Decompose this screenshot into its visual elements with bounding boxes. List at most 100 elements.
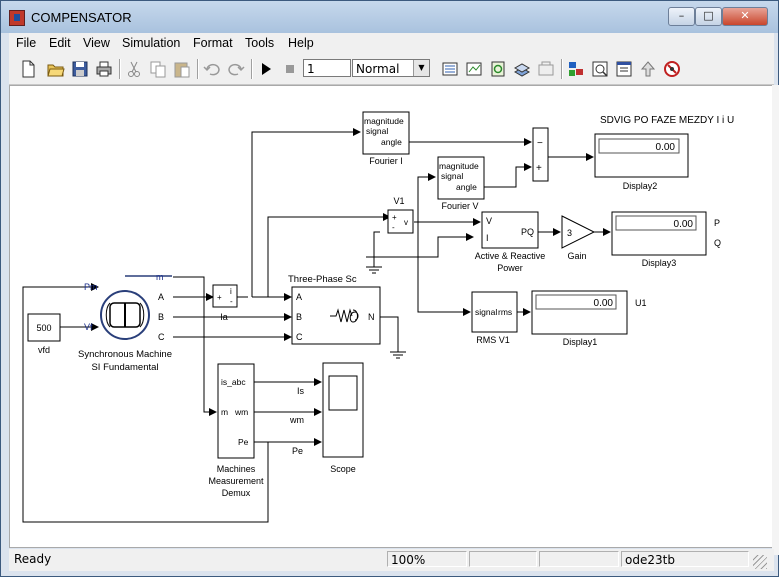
menu-view[interactable]: View (83, 36, 110, 50)
vfd-constant-block[interactable]: 500 vfd (27, 313, 61, 355)
demux-port-in-m: m (221, 407, 228, 417)
menu-help[interactable]: Help (288, 36, 314, 50)
print-icon[interactable] (95, 60, 113, 78)
pq-port-out: PQ (521, 227, 534, 237)
demux-port-wm: wm (234, 407, 248, 417)
go-parent-icon[interactable] (639, 60, 657, 78)
menu-edit[interactable]: Edit (49, 36, 71, 50)
rms-v1-block[interactable]: signal rms RMS V1 (471, 291, 518, 345)
ia-title: Ia (220, 312, 228, 322)
fourier-v-block[interactable]: magnitude signal angle Fourier V (437, 156, 485, 211)
status-ready: Ready (14, 552, 52, 566)
demux-title-line3: Demux (222, 488, 251, 498)
debugger-icon[interactable] (537, 60, 555, 78)
load-title: Three-Phase Sc (288, 274, 357, 285)
display2-block[interactable]: 0.00 Display2 (594, 133, 689, 191)
phase-shift-annotation: SDVIG PO FAZE MEZDY I i U (600, 115, 734, 126)
chevron-down-icon[interactable]: ▼ (413, 60, 429, 76)
resize-grip-icon[interactable] (753, 555, 767, 569)
menu-simulation[interactable]: Simulation (122, 36, 181, 50)
simulation-mode-value: Normal (356, 62, 400, 76)
stop-time-input[interactable]: 1 (303, 59, 351, 77)
paste-icon[interactable] (173, 60, 191, 78)
block-diagram: SDVIG PO FAZE MEZDY I i U magnitude sign… (22, 111, 734, 523)
demux-port-is-abc: is_abc (221, 377, 246, 387)
signal-label-pe: Pe (292, 446, 303, 456)
synchronous-machine-block[interactable]: Pm Vf m A B C Synchronous Machine SI Fun… (78, 272, 173, 373)
undo-icon[interactable] (203, 60, 221, 78)
ground-block-v1[interactable] (366, 257, 382, 274)
menu-format[interactable]: Format (193, 36, 233, 50)
machine-port-m: m (156, 272, 164, 282)
pq-port-v: V (486, 216, 492, 226)
load-port-c: C (296, 332, 303, 342)
new-icon[interactable] (19, 60, 37, 78)
maximize-button[interactable]: □ (695, 7, 722, 26)
display3-block[interactable]: 0.00 Display3 P Q (611, 211, 721, 268)
menu-tools[interactable]: Tools (245, 36, 275, 50)
library-icon[interactable] (489, 60, 507, 78)
gain-block[interactable]: 3 Gain (561, 215, 596, 261)
minimize-button[interactable]: – (668, 7, 695, 26)
fourier-i-port-angle: angle (381, 137, 402, 147)
rms-title: RMS V1 (476, 335, 510, 345)
fourier-i-block[interactable]: magnitude signal angle Fourier I (362, 111, 410, 166)
stop-icon[interactable] (281, 60, 299, 78)
scope-title: Scope (330, 464, 356, 474)
machine-port-b: B (158, 312, 164, 322)
debugger-window-icon[interactable] (591, 60, 609, 78)
update-icon[interactable] (465, 60, 483, 78)
play-icon[interactable] (257, 60, 275, 78)
close-button[interactable]: ✕ (722, 7, 768, 26)
model-browser-icon[interactable] (615, 60, 633, 78)
machine-port-vf: Vf (84, 322, 93, 332)
ia-plus-port: + (217, 293, 222, 302)
three-phase-load-block[interactable]: A B C N Three-Phase Sc (288, 274, 381, 345)
model-explorer-icon[interactable] (567, 60, 585, 78)
v1-title: V1 (393, 196, 404, 206)
status-solver: ode23tb (621, 551, 749, 567)
gain-title: Gain (567, 251, 586, 261)
ground-block-load[interactable] (390, 344, 406, 359)
title-bar[interactable]: COMPENSATOR – □ ✕ (1, 1, 778, 33)
cut-icon[interactable] (125, 60, 143, 78)
vfd-constant-title: vfd (38, 345, 50, 355)
build-icon[interactable] (441, 60, 459, 78)
signal-label-is: Is (297, 386, 305, 396)
display3-label-q: Q (714, 238, 721, 248)
model-advisor-icon[interactable] (663, 60, 681, 78)
model-canvas[interactable]: SDVIG PO FAZE MEZDY I i U magnitude sign… (9, 85, 774, 548)
simulink-app-icon (9, 10, 25, 26)
machines-measurement-demux-block[interactable]: is_abc m wm Pe Machines Measurement Demu… (208, 363, 264, 498)
vfd-constant-value: 500 (36, 323, 51, 333)
fourier-v-port-magnitude: magnitude (439, 161, 479, 171)
fourier-v-title: Fourier V (441, 201, 478, 211)
sum-block[interactable]: − + (532, 127, 549, 182)
fourier-i-title: Fourier I (369, 156, 403, 166)
sum-minus-sign: − (537, 138, 543, 149)
v1-minus-port: - (392, 223, 395, 232)
status-bar: Ready 100% ode23tb (9, 549, 774, 571)
ia-current-measurement-block[interactable]: + i - Ia (212, 284, 238, 322)
display1-block[interactable]: 0.00 Display1 U1 (531, 290, 647, 347)
open-icon[interactable] (47, 60, 65, 78)
machine-port-a: A (158, 292, 164, 302)
display3-title: Display3 (642, 258, 677, 268)
pq-title-line2: Power (497, 263, 523, 273)
machine-port-c: C (158, 332, 165, 342)
rms-port-out: rms (498, 307, 512, 317)
v1-voltage-measurement-block[interactable]: + - v V1 (387, 196, 414, 234)
copy-icon[interactable] (149, 60, 167, 78)
menu-file[interactable]: File (16, 36, 37, 50)
simulation-mode-select[interactable]: Normal ▼ (352, 59, 430, 77)
save-icon[interactable] (71, 60, 89, 78)
scope-block[interactable]: Scope (322, 362, 364, 474)
sum-plus-sign: + (536, 163, 542, 174)
redo-icon[interactable] (227, 60, 245, 78)
active-reactive-power-block[interactable]: V I PQ Active & Reactive Power (475, 211, 546, 273)
fourier-i-port-magnitude: magnitude (364, 116, 404, 126)
ia-i-port: i (230, 287, 232, 296)
signal-label-wm: wm (289, 415, 304, 425)
explorer-icon[interactable] (513, 60, 531, 78)
